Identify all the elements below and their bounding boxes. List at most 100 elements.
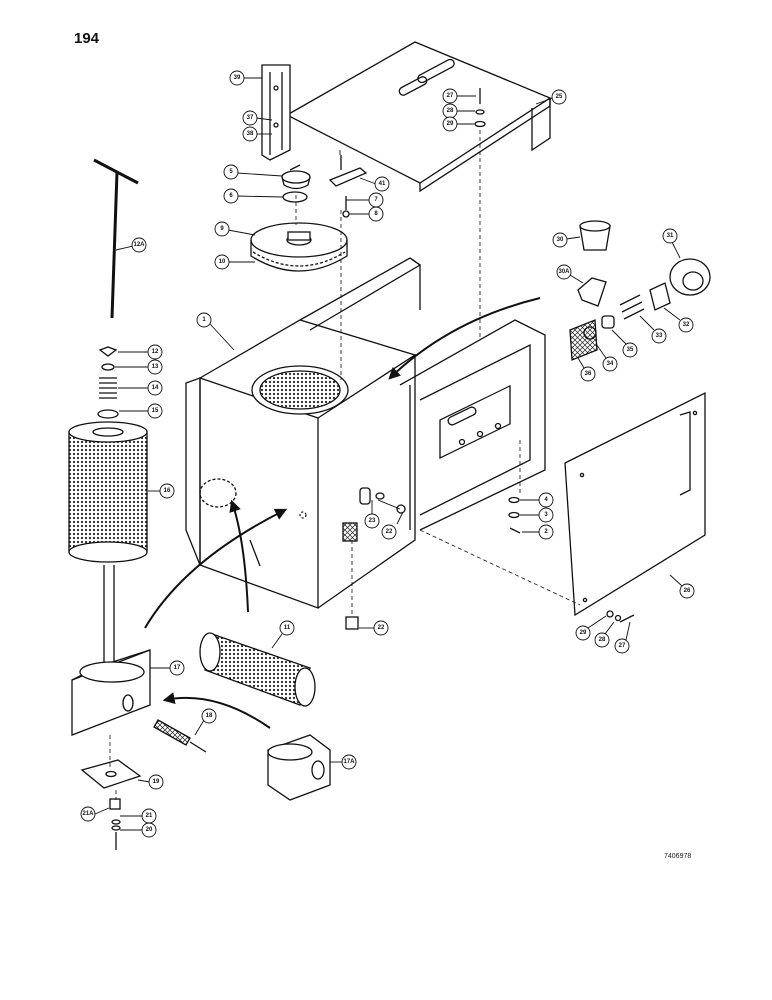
strainer-plate <box>250 222 348 272</box>
callout-22-bottom: 22 <box>359 620 389 636</box>
filter-body <box>71 565 151 736</box>
callout-7: 7 <box>346 192 384 208</box>
callout-label-6: 6 <box>229 193 233 199</box>
callout-label-13: 13 <box>152 364 159 370</box>
callout-31: 31 <box>662 228 681 259</box>
callout-10: 10 <box>214 254 255 270</box>
callout-label-8: 8 <box>374 211 378 217</box>
callout-label-30a: 30A <box>558 269 570 275</box>
callout-30a: 30A <box>556 264 584 284</box>
frame-bolts <box>508 496 521 534</box>
callout-label-32: 32 <box>683 322 690 328</box>
callout-29-top: 29 <box>442 116 474 132</box>
callout-label-18: 18 <box>206 713 213 719</box>
callout-label-34: 34 <box>607 361 614 367</box>
t-handle-wrench <box>93 158 139 319</box>
callout-label-29-top: 29 <box>447 121 454 127</box>
callout-label-17: 17 <box>174 665 181 671</box>
pressure-switch <box>153 719 207 753</box>
callout-label-10: 10 <box>219 259 226 265</box>
callout-12: 12 <box>118 344 163 360</box>
callout-label-21: 21 <box>146 813 153 819</box>
drain-plug <box>342 522 359 630</box>
top-cover-plate <box>285 41 552 193</box>
callout-label-28-top: 28 <box>447 108 454 114</box>
side-cover-plate <box>564 391 706 617</box>
callout-label-16: 16 <box>164 488 171 494</box>
callout-label-35: 35 <box>627 347 634 353</box>
callout-label-22-side: 22 <box>386 529 393 535</box>
callout-32: 32 <box>663 307 694 333</box>
callout-label-20: 20 <box>146 827 153 833</box>
callout-24 <box>377 499 401 510</box>
callout-label-27-bottom: 27 <box>619 643 626 649</box>
filler-cap <box>281 164 311 203</box>
callout-4: 4 <box>520 492 554 508</box>
callout-label-36: 36 <box>585 371 592 377</box>
callout-label-7: 7 <box>374 197 378 203</box>
callout-38: 38 <box>242 126 272 142</box>
callout-23: 23 <box>364 500 380 529</box>
page-number: 194 <box>74 30 100 47</box>
assembly-arrows <box>144 297 541 729</box>
callout-label-12: 12 <box>152 349 159 355</box>
callout-label-27-top: 27 <box>447 93 454 99</box>
callout-label-37: 37 <box>247 115 254 121</box>
hydraulic-tank <box>185 319 416 609</box>
callout-41: 41 <box>359 176 390 192</box>
callout-11: 11 <box>271 620 295 649</box>
cover-bolts <box>474 88 635 623</box>
callout-9: 9 <box>214 221 256 237</box>
callout-3: 3 <box>520 507 554 523</box>
callout-28-bottom: 28 <box>594 621 615 648</box>
callout-label-1: 1 <box>202 317 206 323</box>
callout-13: 13 <box>115 359 163 375</box>
callout-label-30: 30 <box>557 237 564 243</box>
callout-15: 15 <box>119 403 163 419</box>
callout-39: 39 <box>229 70 262 86</box>
filter-retaining-hardware <box>97 346 119 419</box>
side-port-fitting <box>359 487 406 514</box>
callout-label-15: 15 <box>152 408 159 414</box>
callout-label-19: 19 <box>153 779 160 785</box>
callout-21a: 21A <box>80 806 110 822</box>
callout-6: 6 <box>223 188 284 204</box>
callout-29-bottom: 29 <box>575 615 607 641</box>
cartridge-filter <box>199 632 316 707</box>
callout-28-top: 28 <box>442 103 475 119</box>
callout-27-top: 27 <box>442 88 476 104</box>
callout-16: 16 <box>148 483 175 499</box>
filter-housing <box>267 734 331 801</box>
callout-label-3: 3 <box>544 512 548 518</box>
base-gasket <box>80 759 142 850</box>
callout-label-38: 38 <box>247 131 254 137</box>
callout-2: 2 <box>522 524 554 540</box>
callout-21: 21 <box>120 808 157 824</box>
callout-label-25: 25 <box>556 94 563 100</box>
callout-label-33: 33 <box>656 333 663 339</box>
callout-18: 18 <box>194 708 217 736</box>
mounting-bracket <box>261 64 291 161</box>
callout-22-side: 22 <box>381 511 404 540</box>
callout-label-17a: 17A <box>343 759 355 765</box>
callout-label-4: 4 <box>544 497 548 503</box>
callout-label-39: 39 <box>234 75 241 81</box>
callout-label-31: 31 <box>667 233 674 239</box>
callout-36: 36 <box>577 357 596 382</box>
callout-30: 30 <box>552 232 581 248</box>
callout-37: 37 <box>242 110 273 126</box>
callout-label-21a: 21A <box>82 811 94 817</box>
callouts: 1 2 3 4 5 6 7 8 9 10 11 12 12A 13 14 15 … <box>80 70 695 838</box>
callout-label-29-bottom: 29 <box>580 630 587 636</box>
callout-17a: 17A <box>330 754 357 770</box>
drawing-code: 7406978 <box>664 853 692 860</box>
latch-assembly <box>328 155 368 218</box>
callout-label-23: 23 <box>369 518 376 524</box>
callout-27-bottom: 27 <box>614 621 631 654</box>
callout-35: 35 <box>611 329 638 358</box>
callout-14: 14 <box>118 380 163 396</box>
callout-26: 26 <box>669 574 695 599</box>
callout-label-26: 26 <box>684 588 691 594</box>
